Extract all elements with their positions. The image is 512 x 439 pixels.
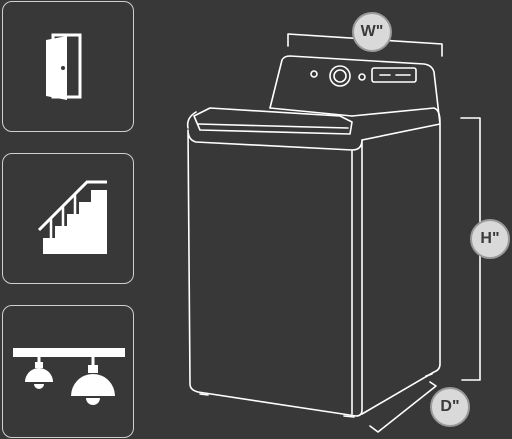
height-badge: H" (470, 219, 510, 259)
washer-side (361, 123, 441, 415)
ceiling-lights-icon (13, 348, 125, 405)
width-label: W" (360, 23, 384, 40)
ceiling-clearance-card (2, 305, 134, 438)
width-badge: W" (352, 12, 392, 52)
stairway-clearance-card (2, 153, 134, 284)
depth-badge: D" (430, 387, 470, 427)
depth-label: D" (440, 398, 460, 415)
lid (193, 107, 353, 135)
depth-dimension-line (369, 381, 437, 433)
washer-front (187, 129, 363, 417)
control-console (269, 55, 441, 125)
door-icon (46, 33, 82, 100)
doorway-clearance-card (2, 1, 134, 132)
stairs-icon (37, 180, 107, 254)
height-label: H" (480, 230, 500, 247)
